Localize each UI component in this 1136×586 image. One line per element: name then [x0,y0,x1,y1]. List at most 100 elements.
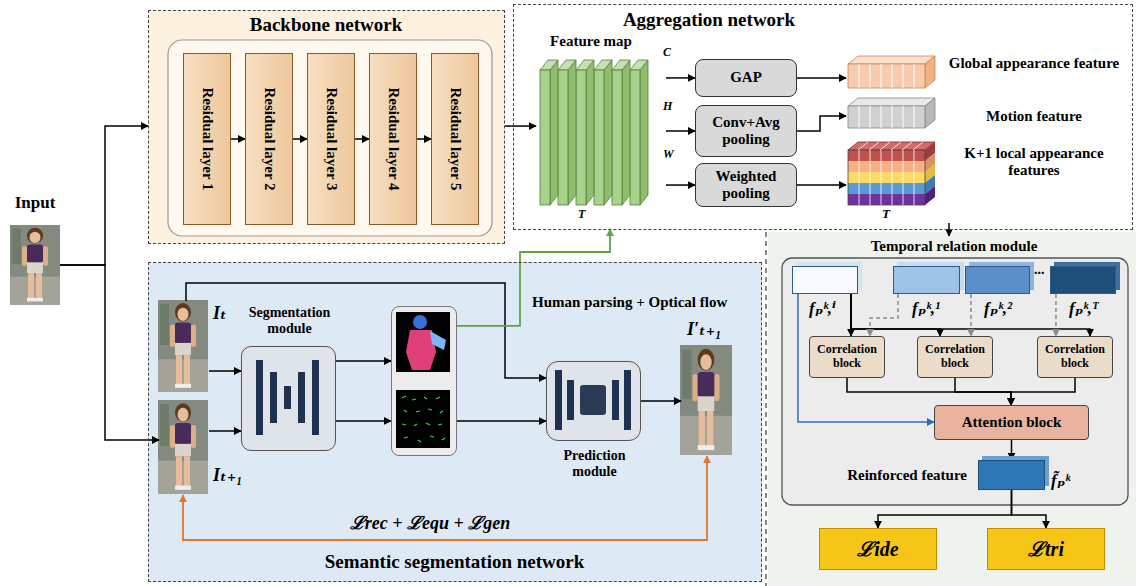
text-holder: Global appearance feature [942,55,1126,72]
network-panel: Feature mapGAPConv+Avg poolingWeighted p… [513,4,1133,230]
frame-picture [680,345,732,455]
decoder-bar [312,360,319,435]
math-symbol: fₚᵏ,² [984,299,1024,319]
math-symbol: fₚᵏ,¹ [912,299,952,319]
parsing-map [396,312,450,372]
connector [505,125,536,127]
feature-vector: fₚᵏ,ᵀ [1050,266,1116,294]
process-box: Attention block [934,405,1089,440]
panel-title: Aggregation network [594,9,824,31]
node-text: Prediction module [542,448,647,480]
vector-front [848,106,925,128]
encoder-bar [567,380,574,420]
feature-vector: fₚᵏ,¹ [893,266,960,294]
decoder-bar [624,370,631,430]
node-text: ℒide [824,538,932,561]
node-text: Feature map [536,33,646,50]
panel-title: Backbone network [149,14,503,36]
text-holder: Residual layer 4 [384,87,401,190]
connector [336,420,391,422]
node-text: Reinforced feature [817,467,967,484]
connector [336,360,391,362]
residual-layer: Residual layer 1 [183,53,231,225]
slab-front [540,70,550,205]
loss-box: ℒide [819,528,937,570]
vector-row [848,183,925,194]
math-symbol: f̃ₚᵏ [1051,471,1091,491]
node-text: Residual layer 3 [322,87,339,190]
connector [797,184,846,186]
text-holder: Attention block [935,414,1088,431]
optical-flow-map [396,390,450,448]
vector-cells [859,106,914,128]
slab-top [540,60,558,70]
local-vectors [848,142,935,205]
module-body [240,345,335,450]
axis-label: C [663,46,671,60]
module-panel: fₚᵏ,ⁱ fₚᵏ,¹ fₚᵏ,² fₚᵏ,ᵀCorrelation block Cor… [780,236,1128,505]
text-holder: Semantic segmentation network [149,551,760,573]
text-holder: I′ₜ₊₁ [687,319,737,340]
loss-box: ℒtri [987,528,1105,570]
residual-layer: Residual layer 4 [369,53,417,225]
encoder-bar [555,370,562,430]
slab-front [630,70,640,205]
axis-label: H [663,100,672,114]
frame-image: Iₜ₊₁ [159,401,209,495]
text-holder: f̃ₚᵏ [1051,471,1091,491]
node-text: Input [2,193,68,213]
node-text: K+1 local appearance features [942,145,1126,180]
connector [355,138,369,140]
text-holder: Weighted pooling [696,168,796,203]
connector [970,294,972,336]
slab-top [594,60,612,70]
slab-front [612,70,622,205]
axis-label: W [663,148,674,162]
motion-vector [848,98,935,128]
label-holder: W [663,148,674,162]
math-symbol: Iₜ [213,303,243,324]
connector [641,400,681,402]
text-holder: K+1 local appearance features [942,145,1126,180]
slab-top [612,60,630,70]
network-panel: IₜIₜ₊₁ Segmentation module Human parsing +… [148,262,762,582]
node-text: Segmentation module [237,305,342,337]
connector [847,378,1011,405]
node-text: ℒtri [992,538,1100,561]
text-holder: fₚᵏ,ⁱ [809,299,849,319]
axis-label: ... [1034,262,1045,278]
connector [878,490,1012,528]
frame-image: Iₜ [159,301,209,393]
parsing-flow-output: Human parsing + Optical flow [391,306,457,456]
label-holder: T [578,208,585,222]
connector [666,184,695,186]
panel-ground [148,262,762,582]
panel-ground [148,10,505,244]
module-body [545,360,640,440]
node-text: Correlation block [814,343,880,371]
connector [231,138,245,140]
connector [293,138,307,140]
text-holder: Prediction module [542,448,647,480]
feature-map: Feature map [536,31,666,229]
feature-vector: Reinforced featuref̃ₚᵏ [978,460,1045,490]
connector [1055,294,1057,336]
input-clip [10,225,60,305]
bottleneck-block [580,385,606,415]
text-holder: Correlation block [810,343,884,371]
label-holder: T [882,207,890,222]
slab-top [558,60,576,70]
module-frame [782,258,1128,505]
residual-layer: Residual layer 3 [307,53,355,225]
node-text: Correlation block [922,343,988,371]
slab-side [640,60,648,205]
text-holder: Residual layer 5 [446,87,463,190]
process-box: Weighted pooling [695,163,797,207]
text-holder: Aggregation network [594,9,824,31]
connector [417,138,431,140]
vector-cells [859,64,914,88]
residual-layer: Residual layer 5 [431,53,479,225]
vector-cells [858,142,923,205]
text-holder: ℒide [820,538,936,561]
